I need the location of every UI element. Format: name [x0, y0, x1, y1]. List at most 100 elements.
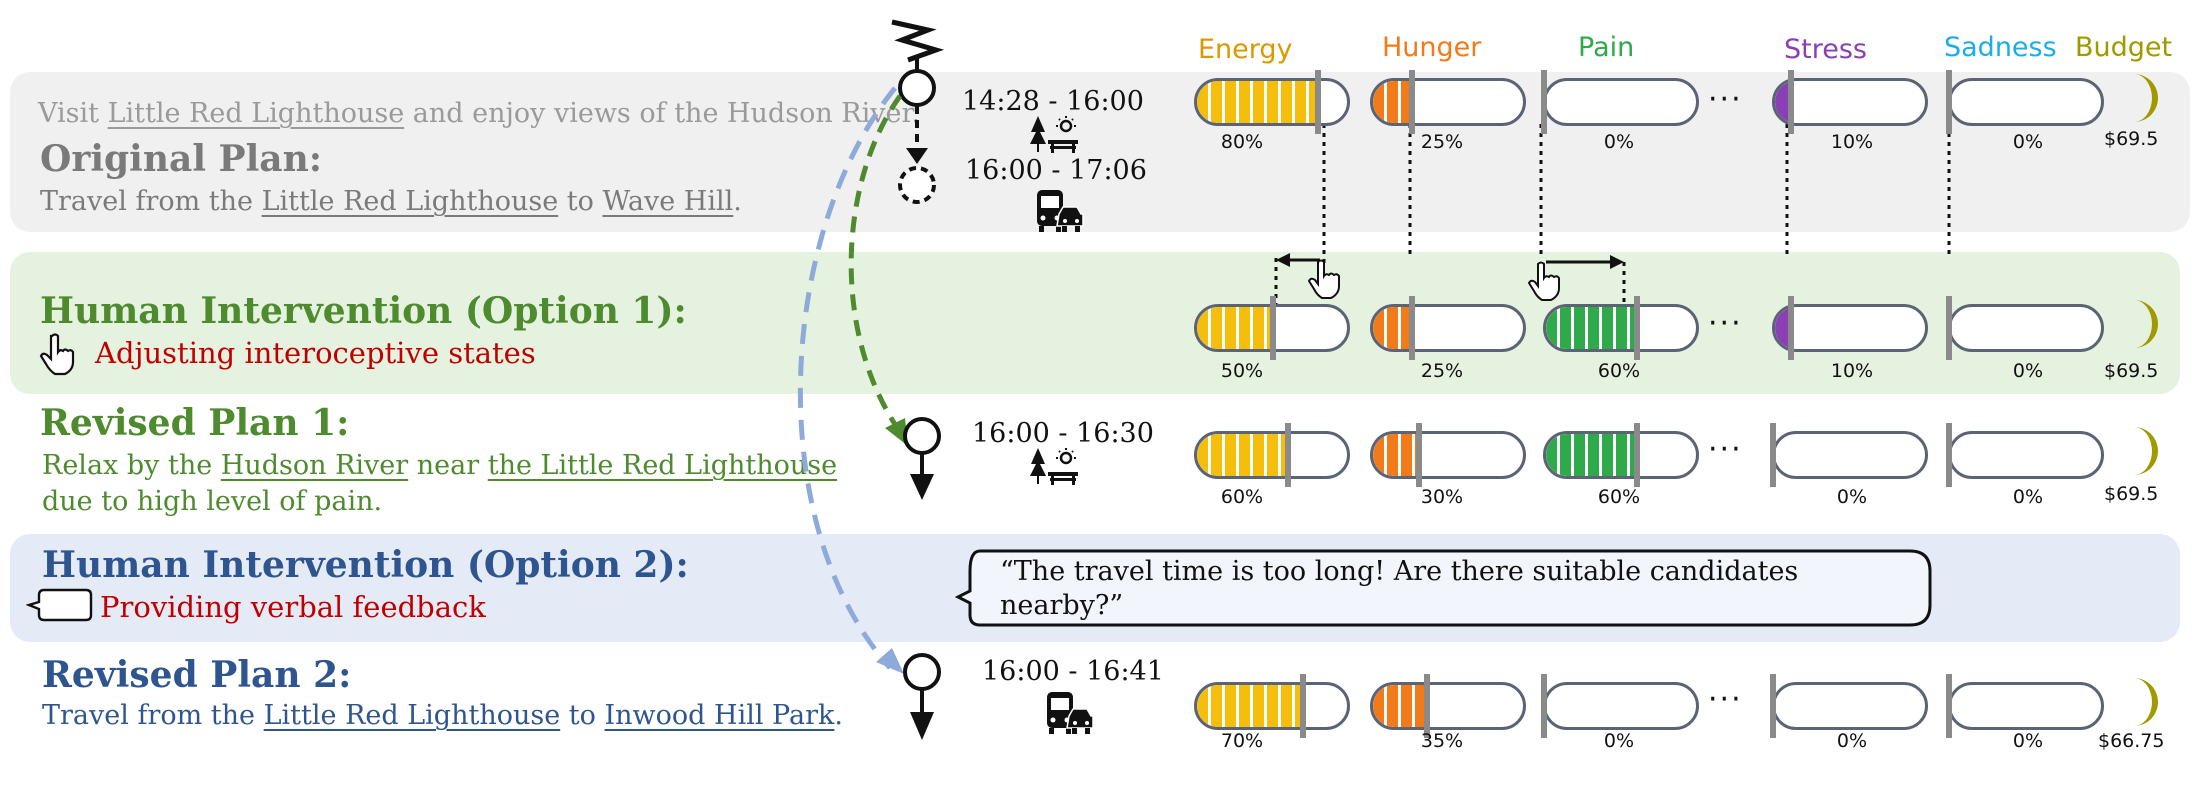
- header-hunger: Hunger: [1382, 32, 1482, 63]
- park-icon: [1030, 448, 1078, 485]
- level-marker: [1788, 296, 1794, 360]
- revised2-time: 16:00 - 16:41: [982, 656, 1164, 687]
- pct-stress: 0%: [1836, 730, 1868, 752]
- gauge-hunger-revised2: [1370, 682, 1526, 730]
- level-marker: [1634, 423, 1640, 487]
- gauge-fill: [1775, 307, 1790, 349]
- option2-subtitle: Providing verbal feedback: [100, 590, 486, 624]
- pct-pain: 60%: [1597, 486, 1641, 508]
- gauge-fill: [1373, 81, 1411, 123]
- budget-moon-icon: [2134, 678, 2158, 726]
- level-marker: [1541, 674, 1547, 738]
- header-stress: Stress: [1784, 34, 1867, 65]
- pct-hunger: 35%: [1420, 730, 1464, 752]
- level-marker: [1770, 674, 1776, 738]
- pointer-hand-icon: [1527, 261, 1560, 301]
- gauge-fill: [1546, 434, 1636, 476]
- level-marker: [1770, 423, 1776, 487]
- pct-energy: 50%: [1220, 360, 1264, 382]
- ellipsis: ···: [1708, 432, 1743, 467]
- ellipsis: ···: [1708, 306, 1743, 341]
- budget-moon-icon: [2134, 427, 2158, 475]
- pct-stress: 0%: [1836, 486, 1868, 508]
- timeline-node-revised1: [903, 417, 941, 455]
- original-time-2: 16:00 - 17:06: [965, 155, 1147, 186]
- timeline-node-cancelled: [898, 166, 936, 204]
- quote-bubble: [955, 549, 1932, 627]
- gauge-energy-revised1: [1194, 431, 1350, 479]
- original-plan-desc: Travel from the Little Red Lighthouse to…: [40, 186, 742, 217]
- level-marker: [1634, 296, 1640, 360]
- pct-energy: 80%: [1220, 131, 1264, 153]
- pct-hunger: 30%: [1420, 486, 1464, 508]
- pct-pain: 0%: [1603, 730, 1635, 752]
- budget-amount: $69.5: [2104, 128, 2159, 150]
- gauge-fill: [1197, 685, 1302, 727]
- gauge-fill: [1373, 434, 1418, 476]
- gauge-sadness-original: [1948, 78, 2104, 126]
- place-link: Wave Hill: [602, 186, 734, 217]
- revised1-desc-line2: due to high level of pain.: [42, 486, 383, 517]
- pointer-hand-icon: [39, 333, 75, 376]
- revised1-time: 16:00 - 16:30: [972, 418, 1154, 449]
- level-marker: [1300, 674, 1306, 738]
- level-marker: [1409, 296, 1415, 360]
- revised2-desc: Travel from the Little Red Lighthouse to…: [42, 700, 843, 731]
- pct-stress: 10%: [1830, 360, 1874, 382]
- option1-subtitle: Adjusting interoceptive states: [95, 336, 536, 370]
- place-link: Little Red Lighthouse: [261, 186, 559, 217]
- gauge-fill: [1197, 81, 1317, 123]
- gauge-hunger-original: [1370, 78, 1526, 126]
- pct-energy: 70%: [1220, 730, 1264, 752]
- level-marker: [1416, 423, 1422, 487]
- bus-car-icon: [1047, 692, 1094, 734]
- header-budget: Budget: [2075, 32, 2173, 63]
- level-marker: [1541, 70, 1547, 134]
- budget-moon-icon: [2134, 74, 2158, 122]
- place-link: Hudson River: [220, 450, 409, 481]
- pct-sadness: 0%: [2012, 360, 2044, 382]
- pct-sadness: 0%: [2012, 486, 2044, 508]
- original-time-1: 14:28 - 16:00: [962, 86, 1144, 117]
- gauge-stress-original: [1772, 78, 1928, 126]
- gauge-fill: [1197, 307, 1272, 349]
- gauge-fill: [1775, 81, 1790, 123]
- budget-moon-icon: [2134, 300, 2158, 348]
- pct-pain: 60%: [1597, 360, 1641, 382]
- blue-intervention-arrow: [797, 86, 897, 670]
- quote-line2: nearby?”: [1000, 590, 1124, 621]
- gauge-pain-revised2: [1543, 682, 1699, 730]
- gauge-pain-revised1: [1543, 431, 1699, 479]
- level-marker: [1315, 70, 1321, 134]
- gauge-stress-revised2: [1772, 682, 1928, 730]
- revised2-title: Revised Plan 2:: [42, 654, 352, 696]
- budget-amount: $69.5: [2104, 360, 2159, 382]
- pct-stress: 10%: [1830, 131, 1874, 153]
- header-energy: Energy: [1198, 34, 1293, 65]
- pct-hunger: 25%: [1420, 131, 1464, 153]
- gauge-sadness-revised2: [1948, 682, 2104, 730]
- quote-line1: “The travel time is too long! Are there …: [1000, 556, 1799, 587]
- bus-car-icon: [1037, 190, 1084, 232]
- gauge-hunger-option1: [1370, 304, 1526, 352]
- lightning-icon: [891, 19, 945, 70]
- place-link: Little Red Lighthouse: [263, 700, 561, 731]
- level-marker: [1946, 296, 1952, 360]
- drag-arrow-right: [1546, 255, 1624, 269]
- pct-sadness: 0%: [2012, 131, 2044, 153]
- ellipsis: ···: [1708, 682, 1743, 717]
- ellipsis: ···: [1708, 82, 1743, 117]
- gauge-fill: [1546, 307, 1636, 349]
- revised1-desc: Relax by the Hudson River near the Littl…: [42, 450, 838, 481]
- timeline-node-start: [898, 69, 936, 107]
- place-link: Little Red Lighthouse: [107, 98, 405, 129]
- level-marker: [1946, 70, 1952, 134]
- place-link: the Little Red Lighthouse: [487, 450, 838, 481]
- option1-title: Human Intervention (Option 1):: [40, 290, 687, 332]
- level-marker: [1788, 70, 1794, 134]
- gauge-hunger-revised1: [1370, 431, 1526, 479]
- pointer-hand-icon: [1307, 259, 1340, 299]
- level-marker: [1424, 674, 1430, 738]
- budget-amount: $66.75: [2098, 730, 2165, 752]
